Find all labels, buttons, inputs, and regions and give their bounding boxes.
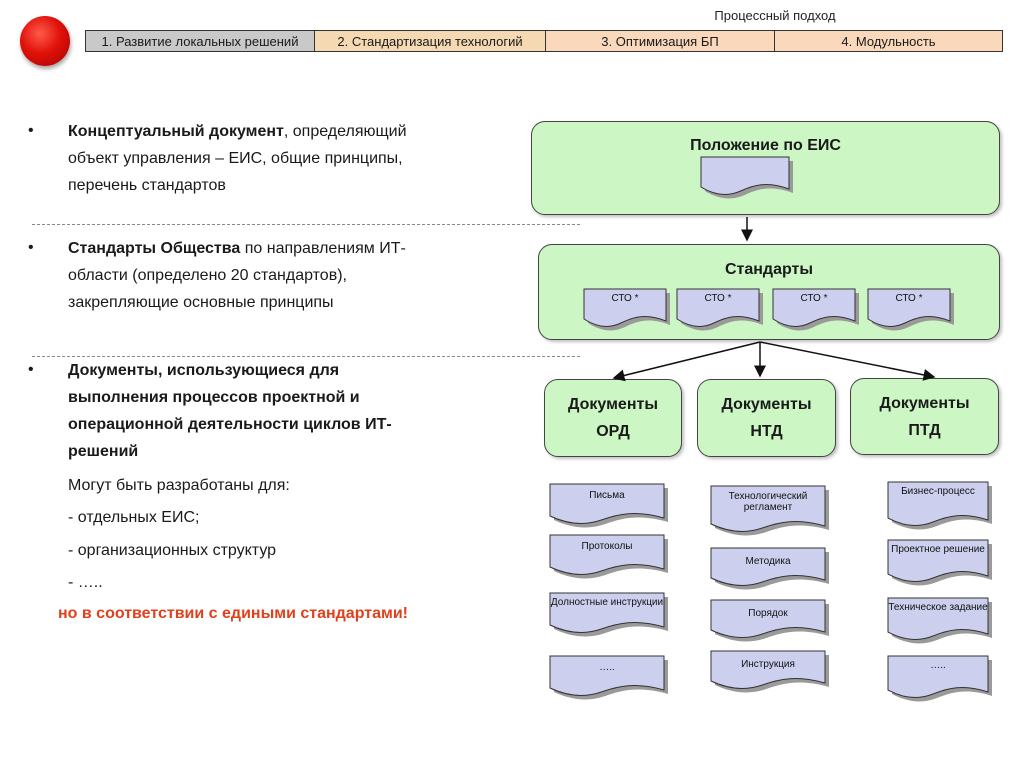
sto-doc-2	[676, 288, 760, 327]
ntd-title-1: Документы	[721, 396, 812, 413]
tab-local-solutions[interactable]: 1. Развитие локальных решений	[86, 31, 315, 51]
bullet-2: •	[28, 239, 34, 256]
sto-doc-1-label: СТО *	[611, 293, 639, 304]
ord-doc-1	[549, 483, 665, 524]
documents-line1: Документы, использующиеся для	[68, 362, 340, 379]
ord-title-2: ОРД	[596, 423, 630, 440]
concept-doc-bold: Концептуальный документ	[68, 123, 284, 140]
sto-doc-3	[772, 288, 856, 327]
ntd-title-2: НТД	[750, 423, 783, 440]
divider-1	[32, 224, 580, 225]
tab-modularity[interactable]: 4. Модульность	[775, 31, 1002, 51]
ptd-doc-4-label: …..	[930, 660, 946, 671]
ntd-doc-4	[710, 650, 826, 689]
ptd-doc-2	[887, 539, 989, 582]
ord-doc-3	[549, 592, 665, 633]
concept-doc-line2: объект управления – ЕИС, общие принципы,	[68, 150, 403, 167]
standards-line3: закрепляющие основные принципы	[68, 294, 334, 311]
arrow-to-ptd	[759, 341, 936, 381]
tab-bp-optimization[interactable]: 3. Оптимизация БП	[546, 31, 775, 51]
concept-doc-line3: перечень стандартов	[68, 177, 226, 194]
ntd-doc-1-label: Технологический регламент	[728, 491, 808, 513]
documents-line3: операционной деятельности циклов ИТ-	[68, 416, 392, 433]
documents-line2: выполнения процессов проектной и	[68, 389, 360, 406]
ntd-doc-2-label: Методика	[745, 556, 791, 567]
ord-doc-1-label: Письма	[589, 490, 625, 501]
documents-line4: решений	[68, 443, 139, 460]
ntd-doc-3-label: Порядок	[748, 608, 788, 619]
ntd-doc-1	[710, 485, 826, 532]
documents-paragraph: Документы, использующиеся для выполнения…	[68, 357, 488, 465]
standards-line2: области (определено 20 стандартов),	[68, 267, 347, 284]
ptd-doc-3-label: Техническое задание	[888, 602, 988, 613]
list-item-eis: - отдельных ЕИС;	[68, 509, 200, 526]
sto-doc-4-label: СТО *	[895, 293, 923, 304]
ord-title-1: Документы	[568, 396, 658, 413]
standards-bold: Стандарты Общества	[68, 240, 241, 257]
ord-doc-3-label: Долностные инструкции	[550, 597, 664, 608]
ntd-doc-4-label: Инструкция	[741, 659, 795, 670]
approach-title: Процессный подход	[714, 8, 836, 23]
standards-paragraph: Стандарты Общества по направлениям ИТ- о…	[68, 235, 488, 316]
ptd-doc-3	[887, 597, 989, 640]
concept-doc-paragraph: Концептуальный документ, определяющий об…	[68, 118, 488, 199]
standards-rest: по направлениям ИТ-	[240, 240, 406, 257]
divider-2	[32, 356, 580, 357]
ord-doc-4	[549, 655, 665, 696]
stage-tabs: 1. Развитие локальных решений 2. Стандар…	[85, 30, 1003, 52]
ptd-title-1: Документы	[879, 394, 970, 412]
ntd-doc-2	[710, 547, 826, 586]
ptd-doc-1-label: Бизнес-процесс	[901, 486, 975, 497]
arrow-to-ord	[612, 341, 761, 382]
concept-doc-rest: , определяющий	[283, 123, 407, 140]
ptd-title-2: ПТД	[908, 421, 941, 439]
polozhenie-title: Положение по ЕИС	[690, 137, 841, 154]
sto-doc-4	[867, 288, 951, 327]
list-item-ellipsis: - …..	[68, 574, 103, 591]
sto-doc-2-label: СТО *	[704, 293, 732, 304]
list-item-org-structures: - организационных структур	[68, 542, 277, 559]
ptd-doc-2-label: Проектное решение	[891, 544, 985, 555]
sto-doc-1	[583, 288, 667, 327]
ord-doc-2	[549, 534, 665, 575]
red-circle-button-icon[interactable]	[20, 16, 70, 66]
standards-title: Стандарты	[724, 261, 814, 278]
bullet-1: •	[28, 122, 34, 139]
ord-doc-2-label: Протоколы	[581, 541, 633, 552]
ptd-doc-4	[887, 655, 989, 698]
bullet-3: •	[28, 361, 34, 378]
ntd-doc-3	[710, 599, 826, 638]
standards-note: но в соответствии с едиными стандартами!	[58, 605, 408, 622]
ord-doc-4-label: …..	[599, 662, 615, 673]
ptd-doc-1	[887, 481, 989, 526]
polozhenie-doc	[700, 156, 790, 195]
tab-standardization[interactable]: 2. Стандартизация технологий	[315, 31, 546, 51]
sto-doc-3-label: СТО *	[800, 293, 828, 304]
can-be-developed-text: Могут быть разработаны для:	[68, 477, 290, 494]
